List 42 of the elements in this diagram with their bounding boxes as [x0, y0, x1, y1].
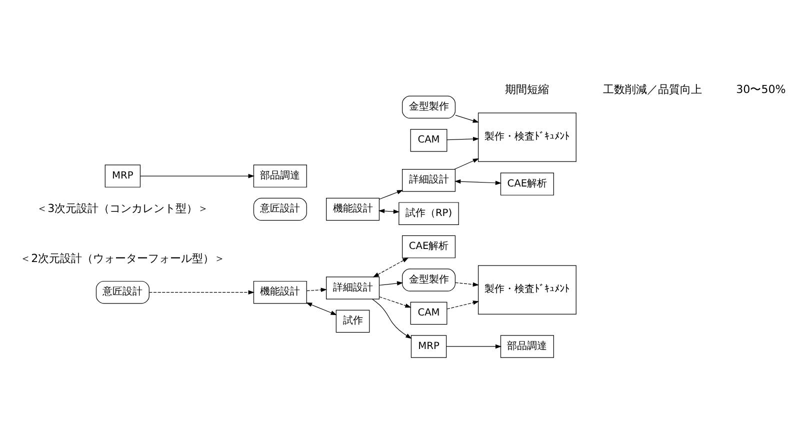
node-box: 製作・検査ﾄﾞｷｭﾒﾝﾄ [478, 112, 576, 162]
arrow [379, 280, 404, 286]
node-box: 部品調達 [253, 164, 307, 187]
arrow [306, 287, 328, 292]
node-box: 機能設計 [253, 280, 307, 304]
arrow [446, 300, 480, 309]
arrow [378, 208, 400, 214]
node-box: 試作（RP) [398, 202, 459, 224]
node-box: 試作 [336, 309, 370, 332]
arrow [379, 190, 404, 200]
arrow [454, 158, 480, 170]
node-box: 製作・検査ﾄﾞｷｭﾒﾝﾄ [478, 264, 576, 314]
label: ＜2次元設計（ウォーターフォール型）＞ [20, 251, 226, 264]
arrow [140, 173, 254, 178]
node-box: CAE解析 [402, 234, 456, 258]
arrow [446, 136, 480, 141]
node-box: CAE解析 [500, 172, 554, 195]
node-box: MRP [104, 164, 141, 187]
arrow [454, 178, 502, 185]
arrow [148, 290, 254, 294]
node-box: 詳細設計 [326, 276, 380, 299]
node-box: 機能設計 [326, 197, 380, 220]
node-box: 部品調達 [500, 334, 554, 358]
label: 期間短縮 [505, 82, 550, 96]
arrow [455, 282, 480, 286]
label: ＜3次元設計（コンカレント型）＞ [36, 201, 209, 214]
node-box: 意匠設計 [253, 197, 307, 220]
node-box: 意匠設計 [96, 280, 150, 304]
node-box: MRP [410, 334, 447, 358]
arrow [379, 296, 412, 308]
label: 30〜50% [736, 82, 786, 96]
arrow [455, 114, 480, 122]
node-box: 金型製作 [402, 268, 456, 291]
arrow [306, 302, 337, 315]
node-box: 金型製作 [402, 95, 456, 118]
arrow [446, 344, 502, 348]
node-box: 詳細設計 [402, 168, 456, 192]
arrow [372, 257, 409, 277]
arrow [372, 298, 412, 338]
node-box: CAM [410, 128, 448, 152]
node-box: CAM [410, 301, 448, 324]
label: 工数削減／品質向上 [603, 82, 702, 96]
